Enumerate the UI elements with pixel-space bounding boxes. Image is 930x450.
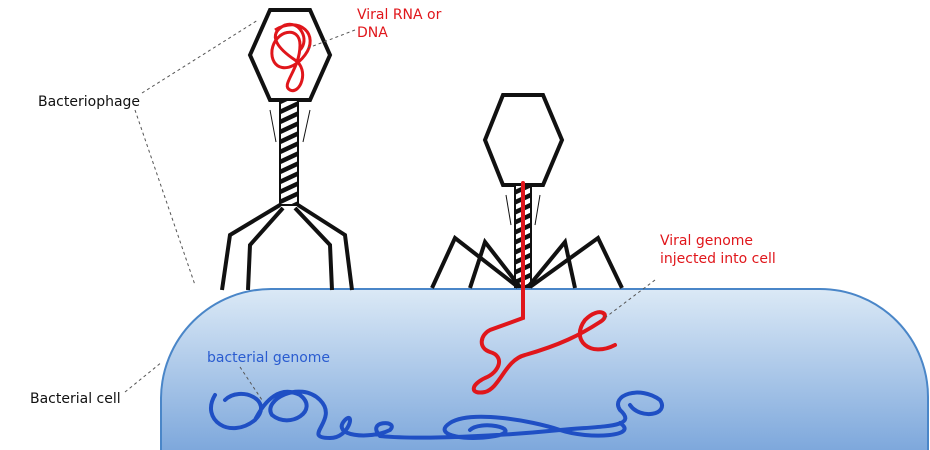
bacteriophage-label: Bacteriophage [38,94,141,110]
viral-rna-label-line2: DNA [357,25,388,41]
viral-dna-coil [270,22,312,93]
injected-viral-genome [471,181,617,395]
viral-rna-label-line1: Viral RNA or [357,7,442,23]
leader-viral-rna [307,29,356,49]
viral-genome-label-line2: injected into cell [660,251,776,267]
leader-bacterial-cell [124,361,163,393]
leader-bacteriophage-top [141,19,259,94]
bacterial-cell-border [160,288,930,450]
viral-genome-label-line1: Viral genome [660,233,754,249]
viral-rna-label: Viral RNA or DNA [357,6,441,42]
viral-genome-label: Viral genome injected into cell [660,232,776,268]
leader-bacterial-genome [239,366,263,401]
bacterial-cell-label: Bacterial cell [30,391,121,407]
leader-viral-genome [601,279,656,321]
bacterial-genome-strand [209,389,664,441]
bacteriophage-2 [430,93,624,395]
bacteriophage-1 [220,8,354,291]
bacterial-genome-label: bacterial genome [207,350,331,366]
bacterial-cell [161,288,929,450]
leader-bacteriophage-bottom [134,109,196,286]
